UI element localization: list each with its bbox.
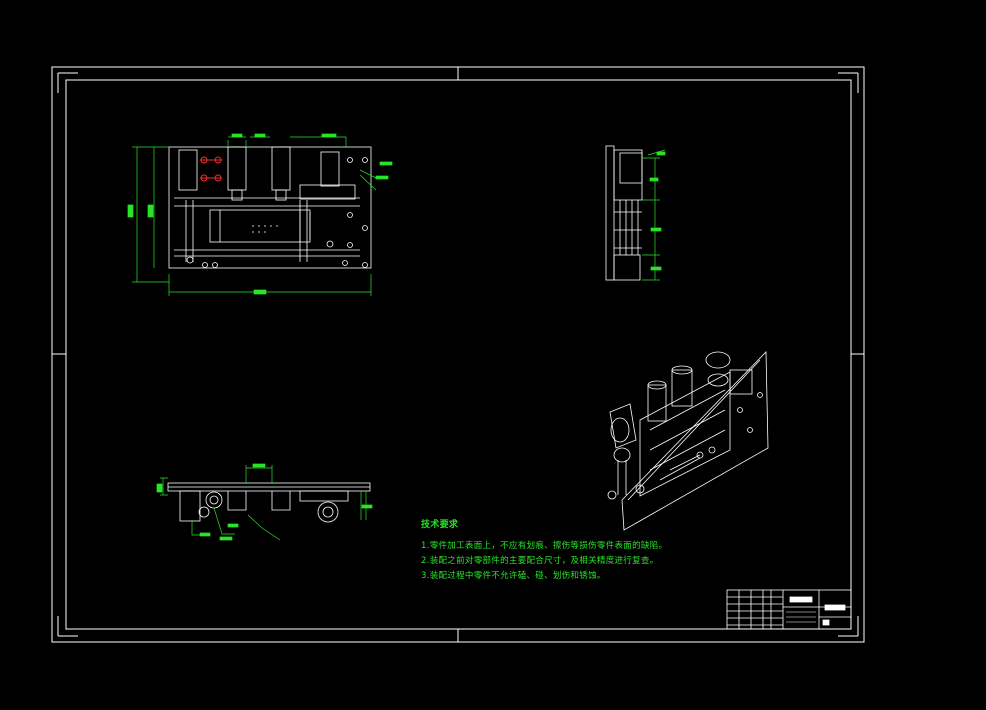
side-view — [605, 145, 643, 281]
technical-requirements: 技术要求 1.零件加工表面上，不应有划痕、擦伤等损伤零件表面的缺陷。 2.装配之… — [421, 518, 667, 584]
technical-requirements-title: 技术要求 — [421, 520, 459, 530]
side-view-dimensions — [642, 149, 666, 281]
drawing-frame — [51, 66, 865, 643]
isometric-view — [607, 351, 769, 531]
top-view — [167, 482, 371, 523]
front-view-dimensions — [127, 133, 393, 296]
requirement-item-1: 1.零件加工表面上，不应有划痕、擦伤等损伤零件表面的缺陷。 — [421, 541, 668, 551]
top-view-dimensions — [156, 463, 373, 541]
title-block — [726, 589, 852, 630]
front-view — [168, 146, 372, 269]
requirement-item-2: 2.装配之前对零部件的主要配合尺寸，及相关精度进行复查。 — [421, 556, 659, 566]
front-view-highlights — [200, 156, 222, 182]
requirement-item-3: 3.装配过程中零件不允许磕、碰、划伤和锈蚀。 — [421, 571, 606, 581]
